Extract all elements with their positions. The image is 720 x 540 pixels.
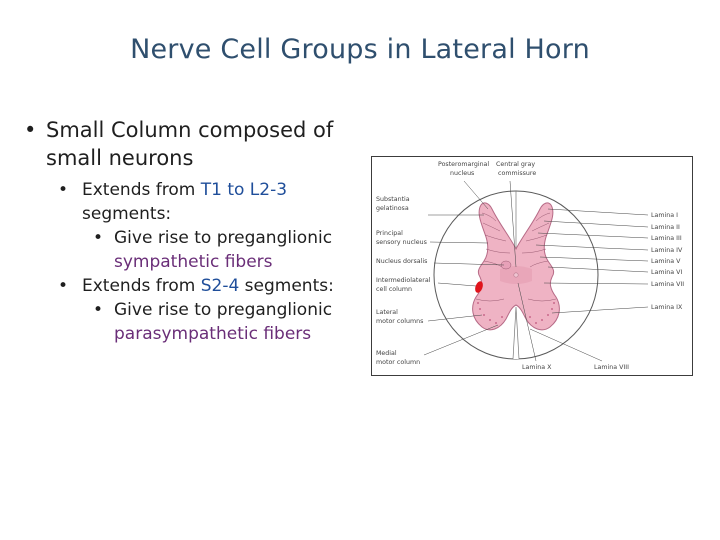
segment-range-highlight: T1 to L2-3 (200, 180, 288, 200)
label-lateral-motor-2: motor columns (376, 318, 423, 325)
lamina-boundary (535, 212, 551, 222)
bullet-dot: • (24, 118, 37, 142)
segment-range-highlight: S2-4 (200, 276, 240, 296)
lamina-boundary (483, 260, 503, 268)
bullet-small-column: • Small Column composed of small neurons (24, 116, 374, 172)
lamina-boundary (525, 234, 548, 242)
bullet-dot: • (58, 180, 69, 200)
lamina-boundary (482, 222, 501, 232)
label-central-gray-2: commissure (498, 170, 536, 177)
label-medial-motor-1: Medial (376, 350, 397, 357)
label-principal-1: Principal (376, 230, 403, 237)
label-posteromarginal-2: nucleus (450, 170, 474, 177)
label-lamina-vi: Lamina VI (651, 269, 682, 276)
label-lamina-v: Lamina V (651, 258, 681, 265)
anterior-median-fissure (512, 306, 520, 360)
bullet-dot: • (93, 228, 104, 248)
lamina-boundary (485, 248, 511, 254)
spinal-cord-cross-section: Posteromarginal nucleus Central gray com… (376, 161, 684, 371)
label-lateral-motor-1: Lateral (376, 309, 398, 316)
sub-sub-bullet-sympathetic: • Give rise to preganglionic sympathetic… (24, 226, 374, 274)
lamina-boundary (484, 234, 507, 242)
bullet-dot: • (93, 300, 104, 320)
label-lamina-ii: Lamina II (651, 224, 680, 231)
label-principal-2: sensory nucleus (376, 239, 427, 246)
lamina-boundary (531, 222, 550, 232)
label-posteromarginal-1: Posteromarginal (438, 161, 489, 168)
spinal-cord-diagram: Posteromarginal nucleus Central gray com… (371, 156, 693, 376)
lamina-boundary (481, 212, 497, 222)
bullet-text: Small Column composed of small neurons (46, 118, 334, 170)
label-substantia-1: Substantia (376, 196, 410, 203)
sub-bullet-sacral: • Extends from S2-4 segments: (24, 274, 374, 298)
fiber-type-highlight: parasympathetic fibers (114, 324, 312, 344)
motor-neuron-clusters (477, 302, 555, 324)
label-lamina-iii: Lamina III (651, 235, 682, 242)
lamina-boundary (527, 298, 557, 302)
sub-sub-bullet-prefix: Give rise to preganglionic (114, 300, 333, 320)
sub-bullet-prefix: Extends from (82, 180, 201, 200)
top-leader-lines (463, 180, 517, 268)
gray-commissure (500, 266, 532, 284)
bullet-list: • Small Column composed of small neurons… (24, 116, 374, 346)
sub-bullet-suffix: segments: (239, 276, 334, 296)
label-intermediolateral-1: Intermediolateral (376, 277, 431, 284)
sub-sub-bullet-prefix: Give rise to preganglionic (114, 228, 333, 248)
slide-title: Nerve Cell Groups in Lateral Horn (130, 34, 590, 65)
bullet-dot: • (58, 276, 69, 296)
label-dorsalis: Nucleus dorsalis (376, 258, 427, 265)
sub-sub-bullet-parasympathetic: • Give rise to preganglionic parasympath… (24, 298, 374, 346)
lamina-boundary (475, 298, 505, 302)
label-medial-motor-2: motor column (376, 359, 420, 366)
sub-bullet-prefix: Extends from (82, 276, 201, 296)
right-leader-lines (535, 208, 649, 314)
sub-bullet-thoracolumbar: • Extends from T1 to L2-3 segments: (24, 178, 374, 226)
label-lamina-iv: Lamina IV (651, 247, 683, 254)
label-lamina-x: Lamina X (522, 364, 552, 371)
label-intermediolateral-2: cell column (376, 286, 412, 293)
label-lamina-vii: Lamina VII (651, 281, 684, 288)
label-lamina-viii: Lamina VIII (594, 364, 629, 371)
intermediolateral-highlight (475, 281, 483, 293)
bottom-leader-lines (517, 282, 603, 362)
lamina-boundary (529, 260, 549, 268)
label-lamina-ix: Lamina IX (651, 304, 683, 311)
label-central-gray-1: Central gray (496, 161, 535, 168)
left-leader-lines (423, 214, 505, 356)
fiber-type-highlight: sympathetic fibers (114, 252, 273, 272)
label-lamina-i: Lamina I (651, 212, 678, 219)
lamina-boundary (521, 248, 547, 254)
sub-bullet-suffix: segments: (82, 204, 172, 224)
label-substantia-2: gelatinosa (376, 205, 409, 212)
